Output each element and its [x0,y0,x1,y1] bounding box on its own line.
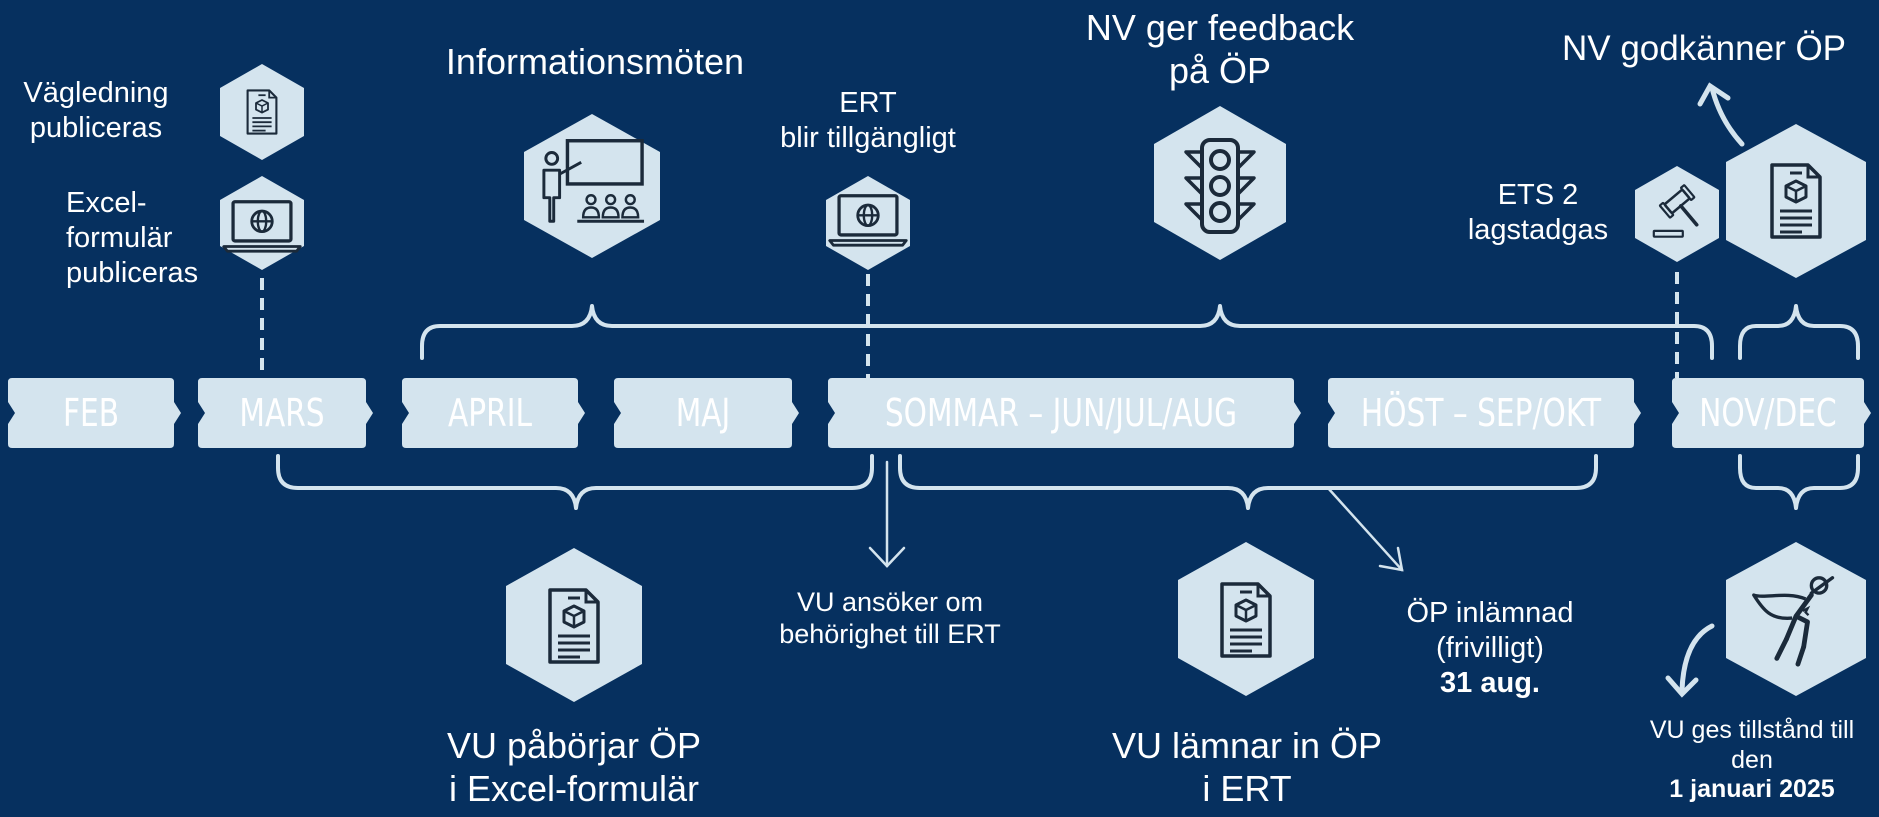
month-april: APRIL [447,391,532,435]
label-ansoker-line2: behörighet till ERT [779,619,1001,650]
month-novdec: NOV/DEC [1699,391,1837,435]
label-excel: Excel- formulär publiceras [54,186,224,290]
month-shape-mars [198,378,373,448]
label-ansoker-line1: VU ansöker om [796,587,984,617]
month-shape-novdec [1672,378,1871,448]
label-vagledning-line1: Vägledning [23,77,169,109]
curved-arrow-tillstand [1679,623,1715,693]
label-inlamnad: ÖP inlämnad (frivilligt) 31 aug. [1370,596,1610,700]
label-ansoker: VU ansöker om behörighet till ERT [740,586,1040,651]
label-lamnar-line1: VU lämnar in ÖP [1111,725,1383,766]
month-shape-feb [8,378,181,448]
label-lamnar-line2: i ERT [1202,768,1292,810]
label-tillstand-line2: den [1731,745,1773,774]
bracket-top-main [420,304,1714,360]
hex-ets2 [1635,166,1719,262]
label-feedback-line2: på ÖP [1168,50,1272,92]
label-tillstand: VU ges tillstånd till den 1 januari 2025 [1628,716,1876,805]
label-paborjar-line2: i Excel-formulär [448,768,700,810]
label-feedback-line1: NV ger feedback [1085,7,1355,48]
bracket-bottom-novdec [1738,454,1860,510]
label-paborjar: VU påbörjar ÖP i Excel-formulär [414,724,734,810]
month-shape-sommar [828,378,1301,448]
month-sommar: SOMMAR – JUN/JUL/AUG [884,391,1238,435]
label-lamnar: VU lämnar in ÖP i ERT [1082,724,1412,810]
hex-feedback [1154,106,1286,260]
curved-arrow-godkanner [1709,85,1745,147]
month-mars: MARS [239,391,325,435]
label-excel-line2: formulär [66,221,173,254]
month-shape-maj [614,378,799,448]
arrow-inlamnad [1326,486,1404,572]
label-excel-line3: publiceras [66,256,199,289]
label-inlamnad-line2: (frivilligt) [1436,631,1544,664]
label-inlamnad-line3: 31 aug. [1440,666,1540,699]
label-tillstand-line3: 1 januari 2025 [1669,775,1835,803]
bracket-top-novdec [1738,304,1860,360]
month-shape-host [1328,378,1641,448]
month-host: HÖST – SEP/OKT [1360,391,1602,435]
label-ets2: ETS 2 lagstadgas [1440,178,1636,248]
month-shape-april [402,378,585,448]
month-maj: MAJ [675,391,731,435]
label-inlamnad-line1: ÖP inlämnad [1406,597,1574,629]
label-ert-line1: ERT [839,87,897,119]
label-ert-line2: blir tillgängligt [780,121,956,154]
month-feb: FEB [62,391,120,435]
label-vagledning-line2: publiceras [29,111,163,144]
label-informationsmoten: Informationsmöten [445,41,745,82]
label-excel-line1: Excel- [66,187,147,219]
label-vagledning: Vägledning publiceras [8,76,184,146]
label-tillstand-line1: VU ges tillstånd till [1649,716,1855,744]
bracket-bottom-left [276,454,874,510]
label-feedback: NV ger feedback på ÖP [1060,6,1380,92]
label-paborjar-line1: VU påbörjar ÖP [446,725,702,766]
label-godkanner: NV godkänner ÖP [1561,29,1847,68]
label-ets2-line1: ETS 2 [1497,179,1579,211]
bracket-bottom-mid [898,454,1598,510]
label-ets2-line2: lagstadgas [1467,213,1609,246]
label-ert: ERT blir tillgängligt [730,86,1006,156]
